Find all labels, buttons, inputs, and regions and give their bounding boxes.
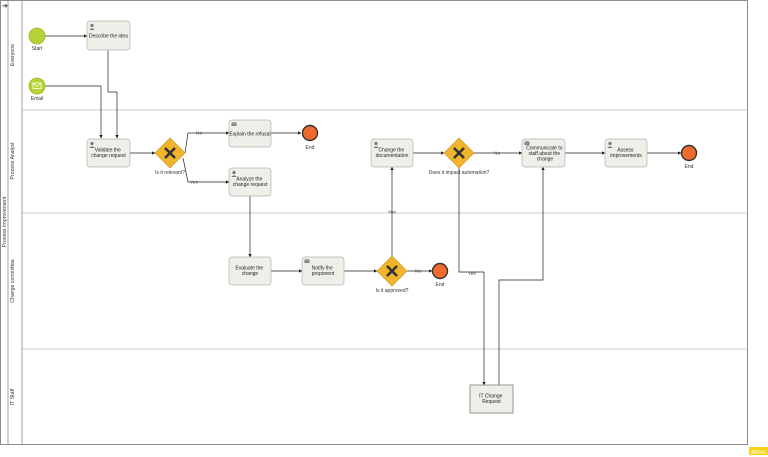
- email-event-label: Email: [31, 96, 44, 102]
- flow-label-relevant-yes: Yes: [190, 180, 198, 186]
- flow-labels: No Yes No Yes No Yes: [190, 131, 500, 278]
- end-event-rejected-label: End: [436, 282, 445, 288]
- gateway-is-relevant[interactable]: Is it relevant?: [154, 137, 186, 176]
- task-validate-label: Validate the change request: [91, 148, 126, 160]
- lane-label-everyone: Everyone: [10, 44, 16, 66]
- end-event-rejected[interactable]: End: [431, 262, 449, 289]
- task-evaluate-change[interactable]: Evaluate the change: [228, 256, 272, 286]
- brand-logo: BIZAGI: [749, 447, 768, 455]
- flow-itrequest-to-communicate[interactable]: [498, 166, 545, 385]
- task-it-request-label: IT Change Request: [479, 394, 504, 406]
- end-event-refusal-label: End: [306, 145, 315, 151]
- pool: Process Improvement ➔ Everyone Process A…: [0, 0, 748, 445]
- task-communicate-label: Communicate to staff about the change: [526, 146, 564, 163]
- task-describe-label: Describe the idea: [89, 34, 128, 40]
- flow-label-relevant-no: No: [196, 131, 202, 137]
- envelope-icon: [304, 259, 310, 263]
- flow-relevant-no[interactable]: [184, 131, 230, 154]
- exclusive-x-icon: [453, 147, 465, 159]
- brand-logo-text: BIZAGI: [751, 449, 765, 454]
- task-analyze-label: Analyze the change request: [233, 177, 268, 189]
- task-communicate-change[interactable]: Communicate to staff about the change: [521, 138, 566, 168]
- tasks: Describe the idea Validate the change re…: [86, 20, 648, 414]
- exclusive-x-icon: [386, 265, 398, 277]
- task-validate-request[interactable]: Validate the change request: [86, 138, 131, 168]
- task-notify-label: Notify the proponent: [312, 266, 335, 278]
- sequence-flows: [45, 34, 682, 386]
- task-assess-label: Assess improvements: [610, 148, 642, 160]
- envelope-icon: [231, 122, 237, 126]
- task-change-documentation[interactable]: Change the documentation: [370, 138, 414, 168]
- task-it-change-request[interactable]: IT Change Request: [469, 384, 514, 414]
- start-event-label: Start: [32, 46, 43, 52]
- flow-label-approved-no: No: [415, 269, 421, 275]
- gateway-is-relevant-label: Is it relevant?: [155, 170, 185, 176]
- envelope-icon: [32, 82, 42, 89]
- gateway-is-approved-label: Is it approved?: [376, 288, 409, 294]
- events: Start Email End End End: [28, 27, 698, 289]
- user-icon: [607, 141, 613, 148]
- end-event-final-label: End: [685, 164, 694, 170]
- user-icon: [89, 141, 95, 148]
- task-explain-refusal[interactable]: Explain the refusal: [228, 119, 272, 148]
- user-icon: [373, 141, 379, 148]
- lane-label-process-analyst: Process Analyst: [10, 142, 16, 179]
- flow-describe-to-validate[interactable]: [107, 50, 119, 139]
- envelope-icon: [524, 141, 530, 145]
- pool-label: Process Improvement: [2, 196, 8, 247]
- exclusive-x-icon: [164, 147, 176, 159]
- task-describe-idea[interactable]: Describe the idea: [86, 20, 131, 51]
- pool-collapse-icon[interactable]: ➔: [2, 3, 8, 10]
- email-start-event[interactable]: Email: [28, 77, 46, 102]
- flow-label-automation-no: No: [494, 151, 500, 157]
- task-evaluate-label: Evaluate the change: [235, 266, 264, 278]
- task-analyze-request[interactable]: Analyze the change request: [228, 167, 272, 197]
- task-notify-proponent[interactable]: Notify the proponent: [301, 256, 345, 286]
- flow-automation-yes[interactable]: [458, 168, 486, 386]
- lane-label-change-committee: Change committee: [10, 259, 16, 303]
- flow-email-to-validate[interactable]: [45, 85, 103, 139]
- flow-label-automation-yes: Yes: [468, 271, 476, 277]
- task-change-doc-label: Change the documentation: [376, 148, 409, 160]
- gateway-impact-automation-label: Does it impact automation?: [429, 170, 490, 176]
- flow-label-approved-yes: Yes: [388, 210, 396, 216]
- gateway-impact-automation[interactable]: Does it impact automation?: [429, 137, 490, 176]
- gateways: Is it relevant? Is it approved? Does it …: [154, 137, 490, 294]
- end-event-refusal[interactable]: End: [301, 124, 319, 152]
- user-icon: [89, 23, 95, 30]
- start-event[interactable]: Start: [28, 27, 46, 52]
- user-icon: [231, 170, 237, 177]
- task-assess-improvements[interactable]: Assess improvements: [604, 138, 648, 168]
- lane-label-it-staff: IT Staff: [10, 388, 16, 405]
- flow-relevant-yes[interactable]: [182, 157, 230, 184]
- end-event-final[interactable]: End: [680, 144, 698, 171]
- task-explain-label: Explain the refusal: [229, 132, 270, 138]
- gateway-is-approved[interactable]: Is it approved?: [376, 255, 409, 294]
